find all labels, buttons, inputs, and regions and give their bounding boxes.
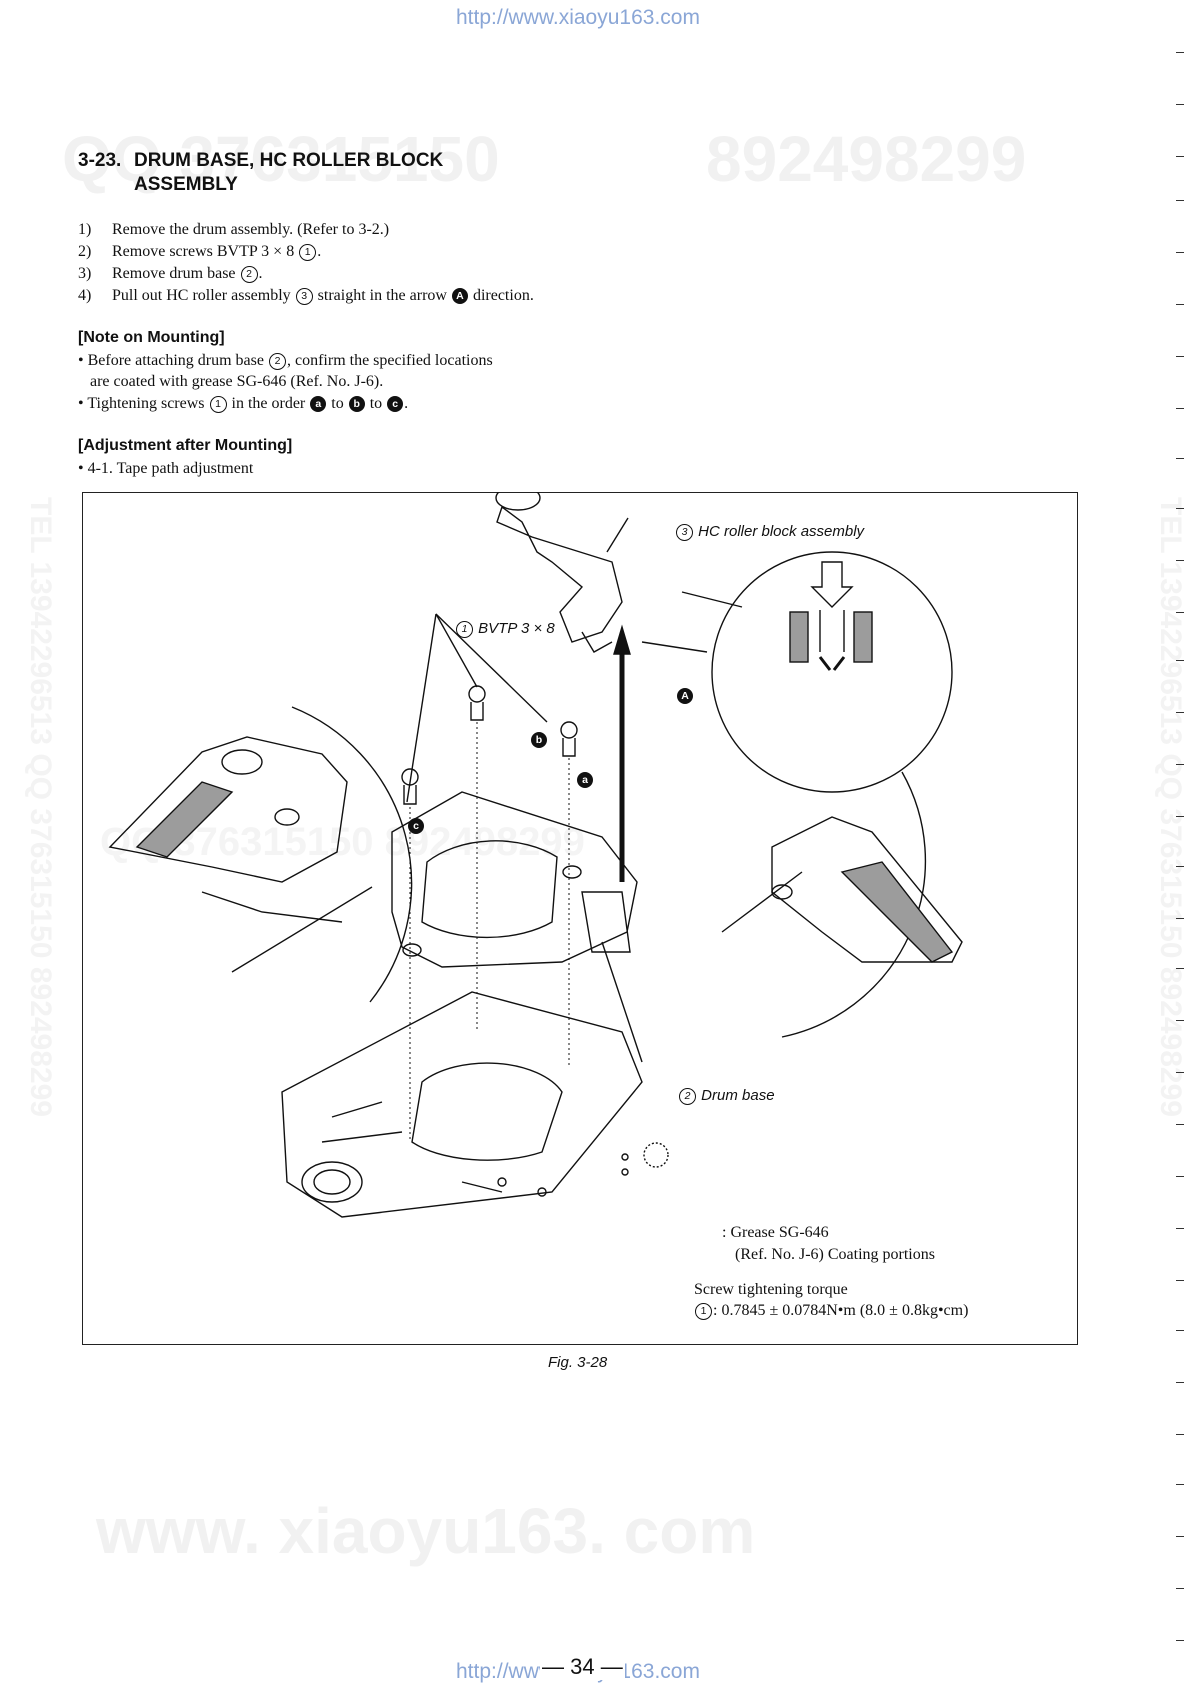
step-end: . (258, 265, 263, 282)
note-text: to (369, 395, 383, 412)
step-number: 1) (78, 221, 92, 238)
note-bullet-2: • Tightening screws 1 in the order a to … (78, 393, 408, 414)
watermark-side-left: TEL 13942296513 QQ 376315150 892498299 (24, 497, 57, 1117)
torque-value: 1: 0.7845 ± 0.0784N•m (8.0 ± 0.8kg•cm) (694, 1300, 968, 1321)
drum-base-outline (391, 791, 638, 968)
order-mark: a (310, 396, 327, 412)
screw-mark-c: c (408, 818, 424, 834)
legend-grease: : Grease SG-646 (722, 1224, 829, 1241)
note-text: to (331, 395, 344, 412)
step-text: Pull out HC roller assembly (112, 287, 291, 304)
step-number: 2) (78, 243, 92, 260)
label-drum-base: 2 Drum base (678, 1087, 775, 1105)
detail-circle-left (291, 706, 413, 1003)
section-number: 3-23. (78, 150, 122, 171)
step-2: 2) Remove screws BVTP 3 × 8 1. (78, 241, 534, 263)
section-title-line2: ASSEMBLY (134, 174, 238, 195)
circled-ref: 3 (295, 288, 313, 305)
legend-grease-line2: (Ref. No. J-6) Coating portions (735, 1246, 935, 1263)
note-heading: [Note on Mounting] (78, 329, 225, 346)
note-text: • Before attaching drum base (78, 352, 264, 369)
step-text: Remove screws BVTP 3 × 8 (112, 243, 295, 260)
header-url[interactable]: http://www.xiaoyu163.com (456, 6, 700, 29)
watermark-top-right: 892498299 (706, 123, 1027, 195)
adjust-heading: [Adjustment after Mounting] (78, 437, 293, 454)
section-title-line1: DRUM BASE, HC ROLLER BLOCK (134, 150, 444, 171)
order-mark: b (348, 396, 365, 412)
step-end: direction. (472, 287, 534, 304)
watermark-bottom: www. xiaoyu163. com (96, 1495, 756, 1567)
circled-ref: 1 (209, 396, 227, 413)
figure-caption: Fig. 3-28 (548, 1354, 608, 1371)
label-text: BVTP 3 × 8 (478, 620, 555, 637)
step-text: Remove drum base (112, 265, 236, 282)
step-end: . (317, 243, 322, 260)
note-bullet-1: • Before attaching drum base 2, confirm … (78, 350, 493, 371)
label-text: HC roller block assembly (698, 523, 865, 540)
grease-symbol (643, 1142, 669, 1168)
step-number: 3) (78, 265, 92, 282)
label-hc-roller: 3 HC roller block assembly (675, 523, 864, 541)
note-text: . (404, 395, 409, 412)
label-screw: 1 BVTP 3 × 8 (455, 620, 555, 638)
chassis-outline (281, 991, 643, 1218)
torque-title: Screw tightening torque (694, 1281, 848, 1298)
label-text: Drum base (701, 1087, 775, 1104)
watermark-top-left: QQ 376315150 (62, 123, 500, 195)
adjust-item: • 4-1. Tape path adjustment (78, 460, 254, 477)
figure-frame (82, 492, 1078, 1345)
page-number: — 34 — (540, 1654, 625, 1680)
screw-mark-a: a (577, 772, 593, 788)
exploded-view-drawing (108, 492, 963, 1218)
circled-ref: 1 (299, 244, 317, 261)
circled-ref: 2 (679, 1088, 696, 1105)
steps-list: 1) Remove the drum assembly. (Refer to 3… (78, 219, 534, 307)
note-text: • Tightening screws (78, 395, 205, 412)
note-text: in the order (231, 395, 306, 412)
step-1: 1) Remove the drum assembly. (Refer to 3… (78, 219, 534, 241)
step-text: Remove the drum assembly. (Refer to 3-2.… (112, 221, 390, 238)
circled-ref: 1 (456, 621, 473, 638)
note-bullet-1-line2: are coated with grease SG-646 (Ref. No. … (90, 373, 384, 390)
step-number: 4) (78, 287, 92, 304)
note-text: , confirm the specified locations (286, 352, 493, 369)
order-mark: c (387, 396, 404, 412)
torque-text: : 0.7845 ± 0.0784N•m (8.0 ± 0.8kg•cm) (713, 1302, 969, 1319)
watermark-side-right: TEL 13942296513 QQ 376315150 892498299 (1154, 497, 1187, 1117)
circled-ref: 1 (695, 1303, 712, 1320)
detail-circle-top (711, 551, 953, 793)
step-text-mid: straight in the arrow (317, 287, 447, 304)
circled-ref: 3 (676, 524, 693, 541)
screw-mark-b: b (531, 732, 547, 748)
arrow-mark-a: A (677, 688, 693, 704)
arrow-mark: A (451, 288, 468, 304)
step-3: 3) Remove drum base 2. (78, 263, 534, 285)
circled-ref: 2 (268, 353, 286, 370)
step-4: 4) Pull out HC roller assembly 3 straigh… (78, 285, 534, 307)
circled-ref: 2 (240, 266, 258, 283)
